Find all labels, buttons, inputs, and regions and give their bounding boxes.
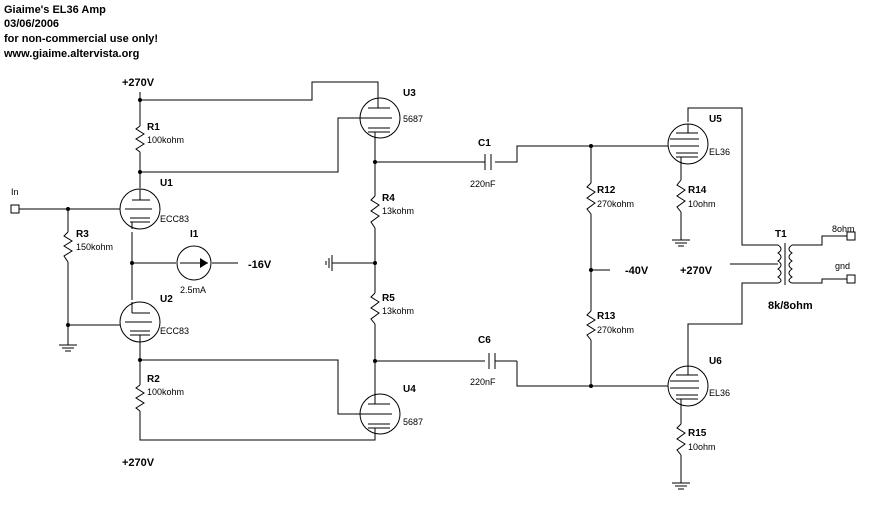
r12-value: 270kohm xyxy=(597,199,634,209)
u5-tube xyxy=(667,123,709,165)
u1-tube xyxy=(119,188,161,230)
website-url: www.giaime.altervista.org xyxy=(3,48,139,60)
u6-tube xyxy=(667,365,709,407)
t1-gnd-wire xyxy=(792,278,847,284)
license-note: for non-commercial use only! xyxy=(4,33,158,45)
bias-neg16-label: -16V xyxy=(248,259,272,271)
r4-value: 13kohm xyxy=(382,206,414,216)
u3-grid-wire xyxy=(140,117,360,173)
u4-value: 5687 xyxy=(403,417,423,427)
r3-symbol xyxy=(63,231,73,263)
u3-value: 5687 xyxy=(403,114,423,124)
output-gnd-terminal[interactable] xyxy=(846,274,856,284)
ground-icon xyxy=(672,482,690,490)
resistors xyxy=(63,125,686,456)
c1-value: 220nF xyxy=(470,179,496,189)
supply-bottom-label: +270V xyxy=(122,457,155,469)
r5-ref: R5 xyxy=(382,293,395,304)
bias-neg40-label: -40V xyxy=(625,265,649,277)
c6-symbol xyxy=(488,353,496,369)
r5-value: 13kohm xyxy=(382,306,414,316)
t1-value: 8k/8ohm xyxy=(768,300,813,312)
u1-ref: U1 xyxy=(160,178,173,189)
output-8ohm-label: 8ohm xyxy=(832,224,855,234)
c1-symbol xyxy=(484,154,492,170)
c6-value: 220nF xyxy=(470,377,496,387)
u3-ref: U3 xyxy=(403,88,416,99)
r15-value: 10ohm xyxy=(688,442,716,452)
u3-tube xyxy=(359,97,401,139)
u4-ref: U4 xyxy=(403,384,416,395)
u5-plate-wire xyxy=(687,107,778,246)
ground-icon xyxy=(672,239,690,247)
transformer-t1 xyxy=(777,243,793,285)
terminals xyxy=(10,204,856,284)
output-8ohm-terminal[interactable] xyxy=(846,231,856,241)
input-terminal[interactable] xyxy=(10,204,20,214)
r14-value: 10ohm xyxy=(688,199,716,209)
header: Giaime's EL36 Amp 03/06/2006 for non-com… xyxy=(3,4,158,60)
u6-value: EL36 xyxy=(709,388,730,398)
capacitors xyxy=(484,154,496,369)
supply-transformer-label: +270V xyxy=(680,265,713,277)
r1-symbol xyxy=(135,125,145,153)
r2-symbol xyxy=(135,384,145,412)
r3-wire xyxy=(67,209,123,326)
r4-symbol xyxy=(370,195,380,229)
r1-ref: R1 xyxy=(147,122,160,133)
c6-right-wire xyxy=(516,361,670,387)
r13-value: 270kohm xyxy=(597,325,634,335)
u5-value: EL36 xyxy=(709,147,730,157)
r5-symbol xyxy=(370,292,380,325)
u2-value: ECC83 xyxy=(160,326,189,336)
u2-tube xyxy=(119,301,161,343)
wires xyxy=(19,81,847,483)
r2-ref: R2 xyxy=(147,374,160,385)
r4-ref: R4 xyxy=(382,193,395,204)
u2-ref: U2 xyxy=(160,294,173,305)
r14-ref: R14 xyxy=(688,185,707,196)
u5-ref: U5 xyxy=(709,114,722,125)
r13-symbol xyxy=(586,310,596,341)
u1-value: ECC83 xyxy=(160,214,189,224)
supply-top-label: +270V xyxy=(122,77,155,89)
ground-icon xyxy=(325,255,333,271)
r15-ref: R15 xyxy=(688,428,707,439)
r1-value: 100kohm xyxy=(147,135,184,145)
c1-ref: C1 xyxy=(478,138,491,149)
u4-grid-wire xyxy=(140,359,360,415)
r3-value: 150kohm xyxy=(76,242,113,252)
r15-symbol xyxy=(676,423,686,456)
labels: In 8ohm gnd +270V +270V +270V -16V -40V … xyxy=(11,77,855,469)
grounds xyxy=(59,239,690,490)
schematic-date: 03/06/2006 xyxy=(4,18,59,30)
u4-tube xyxy=(359,393,401,435)
top-rail-wire xyxy=(140,81,379,101)
r12-symbol xyxy=(586,182,596,215)
c1-right-wire xyxy=(495,145,670,163)
r13-ref: R13 xyxy=(597,311,616,322)
r2-value: 100kohm xyxy=(147,387,184,397)
t1-ref: T1 xyxy=(775,229,787,240)
output-gnd-label: gnd xyxy=(835,261,850,271)
r14-symbol xyxy=(676,179,686,213)
tubes xyxy=(119,97,709,435)
ground-icon xyxy=(59,344,77,352)
i1-ref: I1 xyxy=(190,229,199,240)
junctions xyxy=(66,98,593,388)
current-source-i1 xyxy=(176,245,212,281)
u6-ref: U6 xyxy=(709,356,722,367)
t1-8ohm-wire xyxy=(792,235,847,246)
r3-ref: R3 xyxy=(76,229,89,240)
u6-plate-wire xyxy=(687,282,778,366)
i1-value: 2.5mA xyxy=(180,285,206,295)
schematic-title: Giaime's EL36 Amp xyxy=(4,4,106,16)
c6-ref: C6 xyxy=(478,335,491,346)
r12-ref: R12 xyxy=(597,185,616,196)
input-label: In xyxy=(11,187,19,197)
